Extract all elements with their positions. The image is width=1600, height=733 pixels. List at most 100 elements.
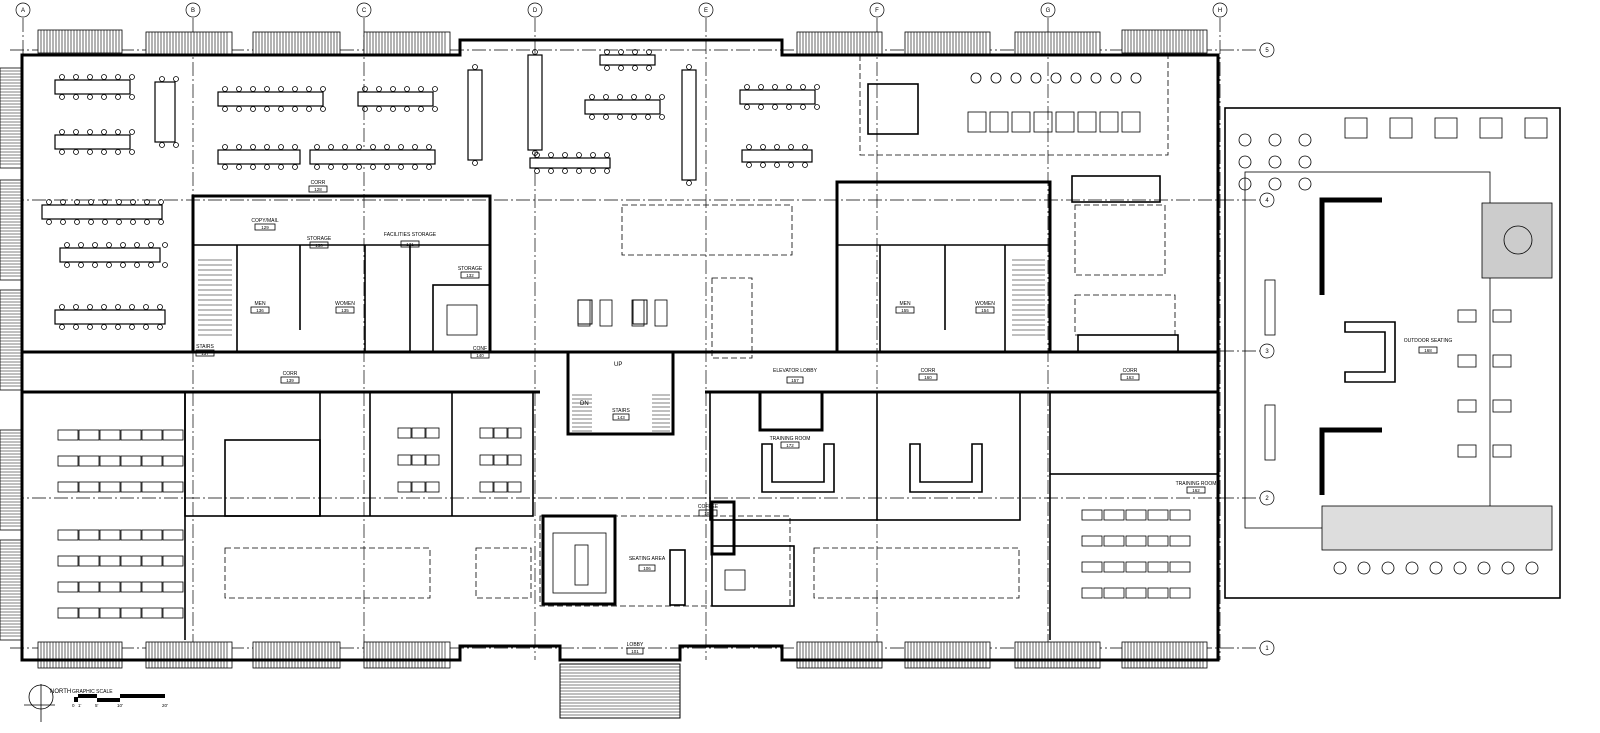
chair — [802, 144, 808, 150]
chair — [328, 144, 334, 150]
chair — [576, 152, 582, 158]
chair — [129, 74, 135, 80]
grid-bubble-3 — [1259, 343, 1275, 359]
chair — [472, 160, 478, 166]
table — [141, 555, 163, 567]
chair — [659, 114, 665, 120]
chair — [604, 152, 610, 158]
u-shaped-table — [1344, 321, 1396, 383]
patio-chair — [1477, 561, 1491, 575]
chair — [157, 304, 163, 310]
patio-table-set — [1268, 177, 1282, 191]
chair — [645, 114, 651, 120]
chair — [404, 86, 410, 92]
patio-table-set — [1298, 155, 1312, 169]
svg-text:GRAPHIC SCALE: GRAPHIC SCALE — [72, 689, 113, 695]
louver-slats — [799, 642, 879, 668]
table — [162, 555, 184, 567]
chair — [418, 86, 424, 92]
table — [120, 529, 142, 541]
long-table — [1264, 404, 1276, 461]
table — [120, 481, 142, 493]
svg-text:CONF: CONF — [473, 346, 487, 352]
chair — [534, 168, 540, 174]
chair — [101, 129, 107, 135]
patio-table — [1492, 399, 1512, 413]
chair — [631, 94, 637, 100]
table — [479, 427, 494, 439]
chair — [158, 199, 164, 205]
chair — [115, 94, 121, 100]
chair — [88, 219, 94, 225]
chair — [120, 242, 126, 248]
chair — [73, 94, 79, 100]
chair — [632, 65, 638, 71]
chair — [116, 219, 122, 225]
table — [120, 555, 142, 567]
chair — [320, 86, 326, 92]
conference-table — [446, 304, 478, 336]
louver-slats — [366, 32, 446, 55]
patio-inner — [1244, 171, 1491, 529]
u-shaped-table — [909, 443, 983, 493]
chair — [278, 86, 284, 92]
table — [141, 455, 163, 467]
patio-table — [1457, 399, 1477, 413]
table — [479, 454, 494, 466]
table — [724, 569, 746, 591]
workstation-bench — [741, 149, 813, 163]
patio-table-set — [1268, 155, 1282, 169]
chair — [143, 324, 149, 330]
chair — [370, 164, 376, 170]
chair — [576, 168, 582, 174]
workstation-bench — [681, 69, 697, 181]
chair — [46, 199, 52, 205]
chair — [148, 242, 154, 248]
chair — [101, 74, 107, 80]
chair — [64, 242, 70, 248]
chair — [532, 150, 538, 156]
table — [654, 299, 668, 327]
svg-text:20': 20' — [162, 703, 168, 708]
louver-slats — [255, 642, 338, 668]
stair-treads — [560, 666, 680, 716]
louver — [363, 31, 451, 56]
patio-chair — [1381, 561, 1395, 575]
chair — [356, 164, 362, 170]
chair — [362, 106, 368, 112]
table — [78, 581, 100, 593]
patio-table — [1492, 309, 1512, 323]
svg-text:140: 140 — [476, 353, 484, 358]
chair — [134, 242, 140, 248]
chair — [432, 86, 438, 92]
table — [1103, 561, 1125, 573]
cafe-chair — [970, 72, 982, 84]
svg-text:CORR: CORR — [1123, 368, 1138, 374]
chair — [59, 74, 65, 80]
grid-bubble-label: B — [191, 8, 195, 14]
svg-text:135: 135 — [341, 308, 349, 313]
table — [493, 427, 508, 439]
cafe-table — [1033, 111, 1053, 133]
table — [120, 581, 142, 593]
chair — [631, 114, 637, 120]
workstation-bench — [41, 204, 163, 220]
table — [120, 429, 142, 441]
chair — [159, 142, 165, 148]
exterior-wall — [20, 38, 1220, 662]
chair — [250, 86, 256, 92]
patio-planter — [1321, 505, 1553, 551]
table — [1169, 535, 1191, 547]
chair — [115, 324, 121, 330]
table — [78, 529, 100, 541]
table — [99, 481, 121, 493]
patio-table — [1524, 117, 1548, 139]
table — [120, 455, 142, 467]
table — [162, 581, 184, 593]
workstation-bench — [527, 54, 543, 151]
table — [631, 299, 645, 327]
cafe-chair — [990, 72, 1002, 84]
chair — [87, 304, 93, 310]
u-shaped-table — [761, 443, 835, 493]
